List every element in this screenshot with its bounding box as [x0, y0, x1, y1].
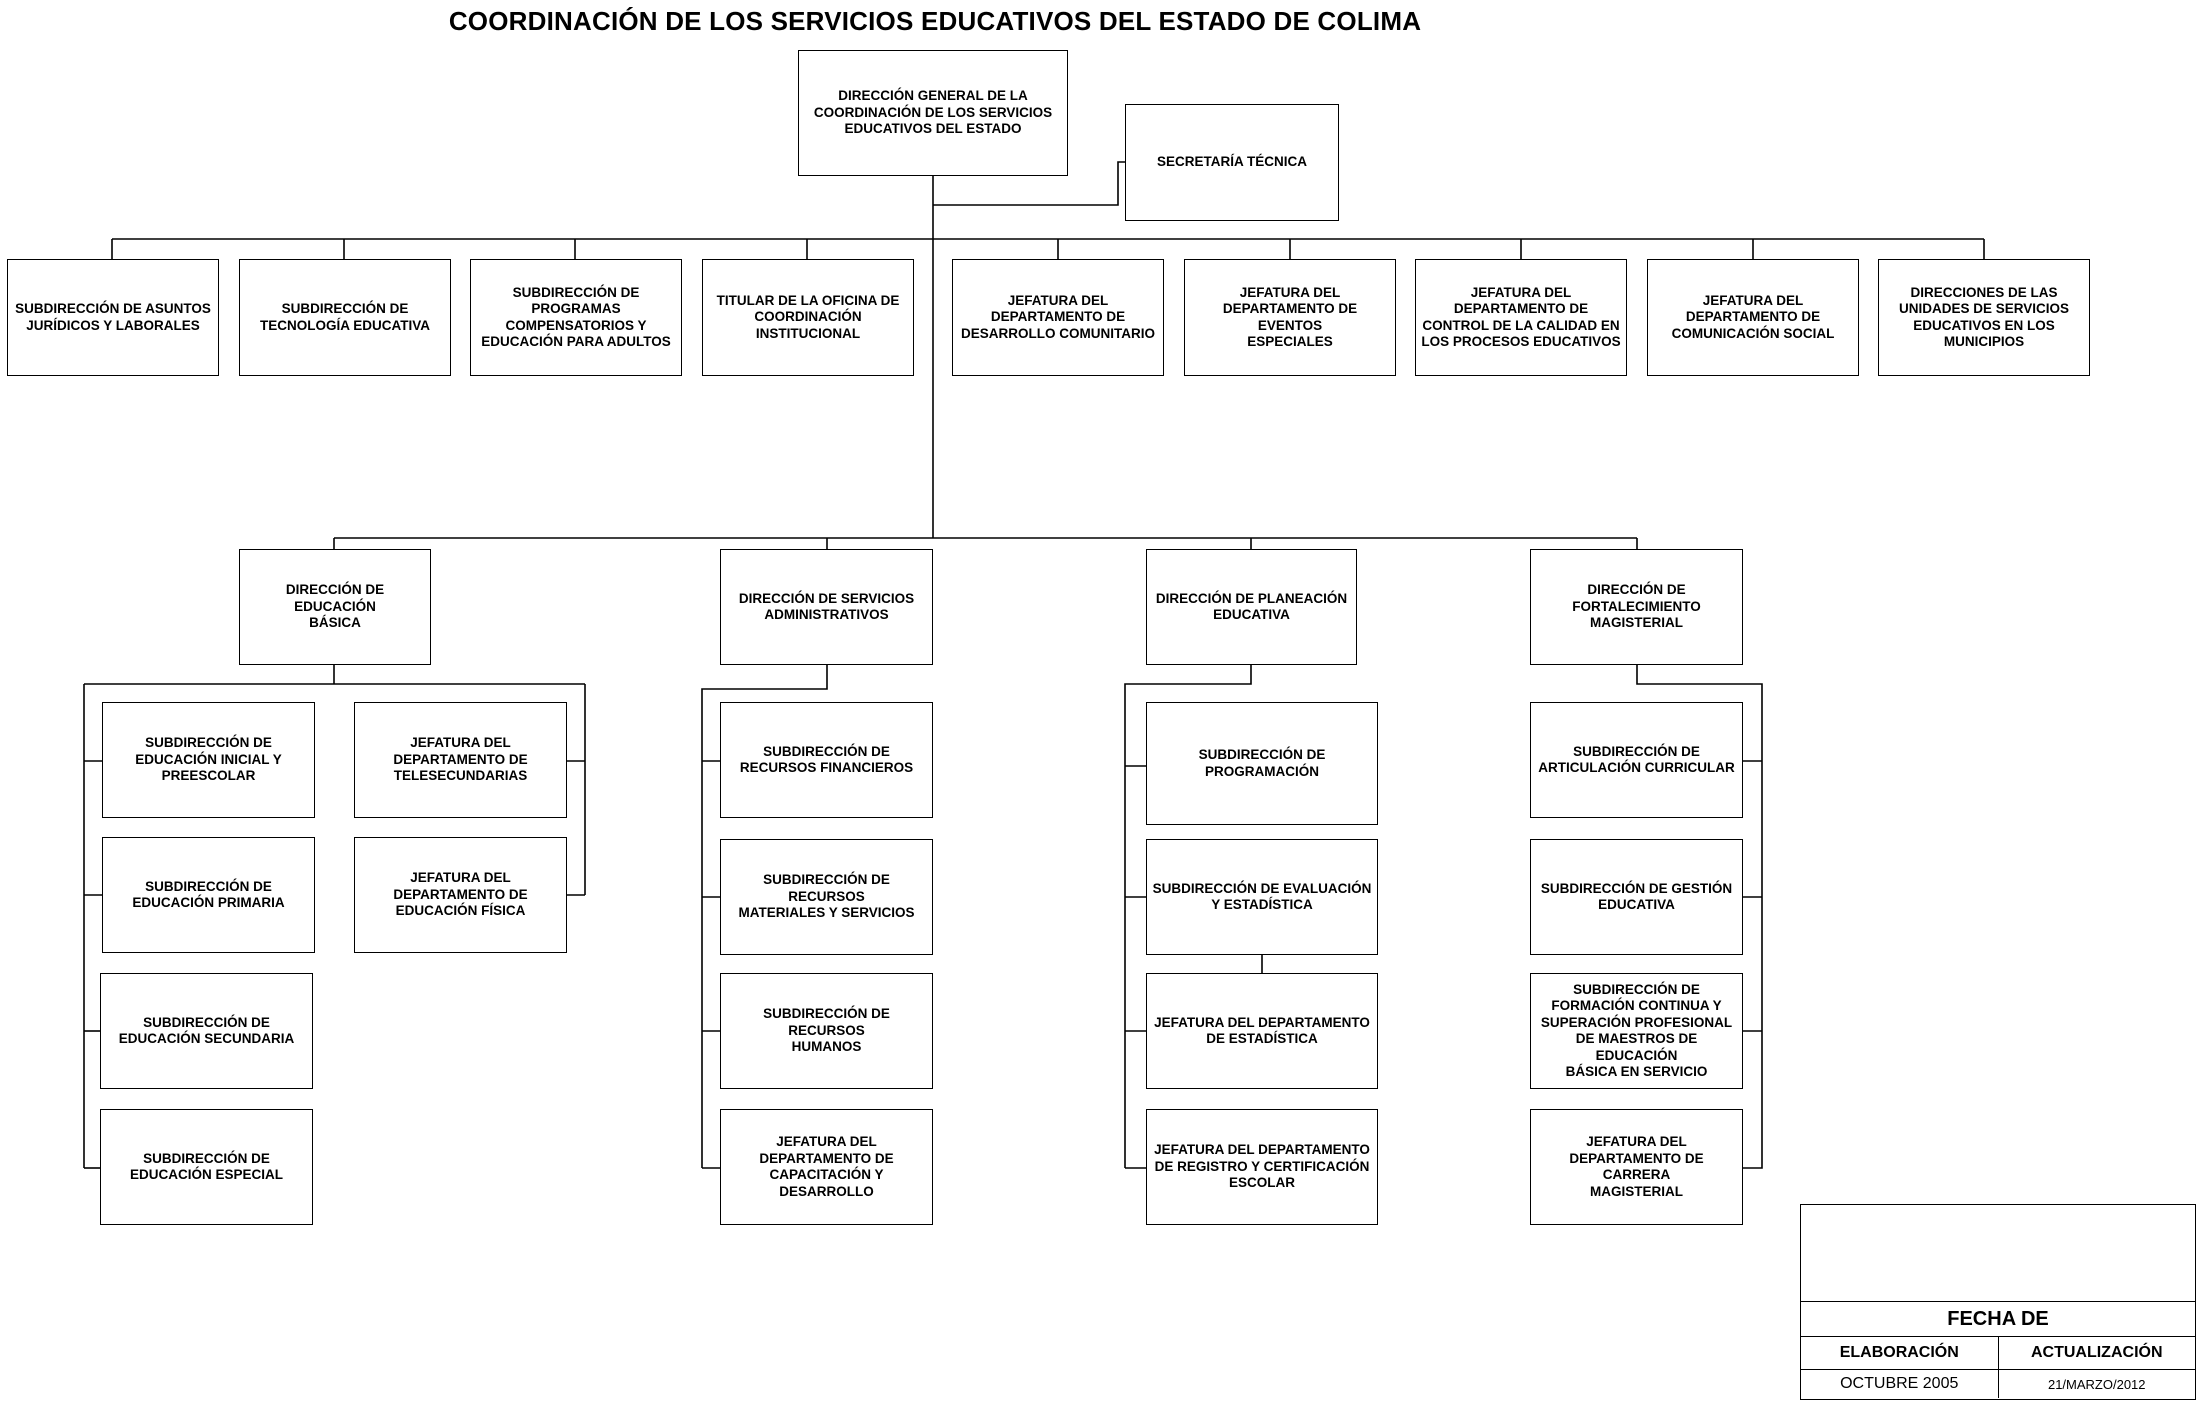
stamp-fecha-label: FECHA DE: [1801, 1302, 2195, 1337]
box-educacion-basica: DIRECCIÓN DE EDUCACIÓN BÁSICA: [239, 549, 431, 665]
box-articulacion-curricular: SUBDIRECCIÓN DE ARTICULACIÓN CURRICULAR: [1530, 702, 1743, 818]
box-eventos-especiales: JEFATURA DEL DEPARTAMENTO DE EVENTOS ESP…: [1184, 259, 1396, 376]
date-stamp: FECHA DE ELABORACIÓN ACTUALIZACIÓN OCTUB…: [1800, 1204, 2196, 1400]
box-direccion-general: DIRECCIÓN GENERAL DE LA COORDINACIÓN DE …: [798, 50, 1068, 176]
page-title: COORDINACIÓN DE LOS SERVICIOS EDUCATIVOS…: [448, 6, 1422, 36]
box-programas-compensatorios: SUBDIRECCIÓN DE PROGRAMAS COMPENSATORIOS…: [470, 259, 682, 376]
box-recursos-materiales: SUBDIRECCIÓN DE RECURSOS MATERIALES Y SE…: [720, 839, 933, 955]
box-educacion-fisica: JEFATURA DEL DEPARTAMENTO DE EDUCACIÓN F…: [354, 837, 567, 953]
box-servicios-administrativos: DIRECCIÓN DE SERVICIOS ADMINISTRATIVOS: [720, 549, 933, 665]
box-educacion-secundaria: SUBDIRECCIÓN DE EDUCACIÓN SECUNDARIA: [100, 973, 313, 1089]
stamp-header-row: ELABORACIÓN ACTUALIZACIÓN: [1801, 1337, 2195, 1370]
box-educacion-especial: SUBDIRECCIÓN DE EDUCACIÓN ESPECIAL: [100, 1109, 313, 1225]
box-unidades-municipios: DIRECCIONES DE LAS UNIDADES DE SERVICIOS…: [1878, 259, 2090, 376]
box-evaluacion-estadistica: SUBDIRECCIÓN DE EVALUACIÓN Y ESTADÍSTICA: [1146, 839, 1378, 955]
box-inicial-preescolar: SUBDIRECCIÓN DE EDUCACIÓN INICIAL Y PREE…: [102, 702, 315, 818]
box-programacion: SUBDIRECCIÓN DE PROGRAMACIÓN: [1146, 702, 1378, 825]
box-educacion-primaria: SUBDIRECCIÓN DE EDUCACIÓN PRIMARIA: [102, 837, 315, 953]
stamp-blank-area: [1801, 1205, 2195, 1302]
box-departamento-estadistica: JEFATURA DEL DEPARTAMENTO DE ESTADÍSTICA: [1146, 973, 1378, 1089]
box-recursos-humanos: SUBDIRECCIÓN DE RECURSOS HUMANOS: [720, 973, 933, 1089]
box-tecnologia-educativa: SUBDIRECCIÓN DE TECNOLOGÍA EDUCATIVA: [239, 259, 451, 376]
box-fortalecimiento-magisterial: DIRECCIÓN DE FORTALECIMIENTO MAGISTERIAL: [1530, 549, 1743, 665]
box-secretaria-tecnica: SECRETARÍA TÉCNICA: [1125, 104, 1339, 221]
box-comunicacion-social: JEFATURA DEL DEPARTAMENTO DE COMUNICACIÓ…: [1647, 259, 1859, 376]
box-telesecundarias: JEFATURA DEL DEPARTAMENTO DE TELESECUNDA…: [354, 702, 567, 818]
stamp-values-row: OCTUBRE 2005 21/MARZO/2012: [1801, 1370, 2195, 1398]
box-desarrollo-comunitario: JEFATURA DEL DEPARTAMENTO DE DESARROLLO …: [952, 259, 1164, 376]
box-planeacion-educativa: DIRECCIÓN DE PLANEACIÓN EDUCATIVA: [1146, 549, 1357, 665]
stamp-elaboracion-value: OCTUBRE 2005: [1840, 1375, 1959, 1392]
stamp-actualizacion-label: ACTUALIZACIÓN: [1997, 1337, 2196, 1369]
box-gestion-educativa: SUBDIRECCIÓN DE GESTIÓN EDUCATIVA: [1530, 839, 1743, 955]
stamp-actualizacion-value: 21/MARZO/2012: [1997, 1370, 2196, 1398]
box-registro-certificacion: JEFATURA DEL DEPARTAMENTO DE REGISTRO Y …: [1146, 1109, 1378, 1225]
box-recursos-financieros: SUBDIRECCIÓN DE RECURSOS FINANCIEROS: [720, 702, 933, 818]
box-asuntos-juridicos: SUBDIRECCIÓN DE ASUNTOS JURÍDICOS Y LABO…: [7, 259, 219, 376]
box-capacitacion-desarrollo: JEFATURA DEL DEPARTAMENTO DE CAPACITACIÓ…: [720, 1109, 933, 1225]
stamp-elaboracion-label: ELABORACIÓN: [1839, 1344, 1959, 1361]
box-carrera-magisterial: JEFATURA DEL DEPARTAMENTO DE CARRERA MAG…: [1530, 1109, 1743, 1225]
box-formacion-continua: SUBDIRECCIÓN DE FORMACIÓN CONTINUA Y SUP…: [1530, 973, 1743, 1089]
box-oficina-coordinacion: TITULAR DE LA OFICINA DE COORDINACIÓN IN…: [702, 259, 914, 376]
box-control-calidad: JEFATURA DEL DEPARTAMENTO DE CONTROL DE …: [1415, 259, 1627, 376]
